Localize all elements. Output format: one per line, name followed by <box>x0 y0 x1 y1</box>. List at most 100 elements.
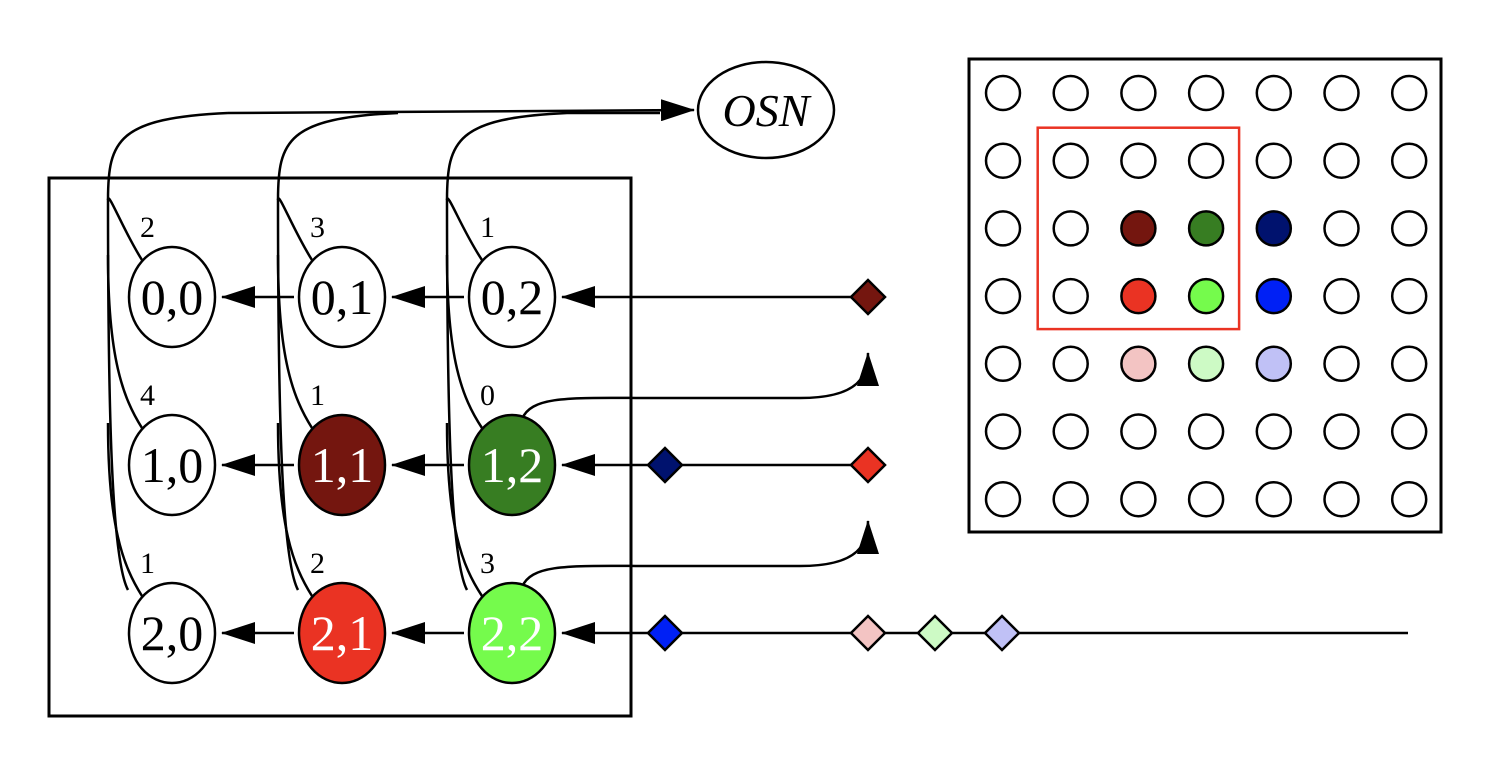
pe-weight-label: 2 <box>140 211 155 244</box>
pe-node-label: 1,0 <box>141 437 204 493</box>
pe-node-circle <box>467 245 557 349</box>
buffer-cell <box>1052 413 1089 450</box>
buffer-cell <box>984 480 1022 518</box>
buffer-cell <box>1390 480 1428 518</box>
pe-node-circle <box>127 413 217 517</box>
buffer-cell <box>1052 480 1089 518</box>
pe-weight-label: 4 <box>140 379 155 412</box>
buffer-cell <box>984 74 1022 112</box>
buffer-cell <box>1052 277 1089 315</box>
pe-node-label: 2,1 <box>311 605 374 661</box>
buffer-cell <box>1120 74 1157 112</box>
buffer-cell <box>1120 345 1157 383</box>
buffer-cell <box>1187 210 1225 247</box>
buffer-grid-frame <box>967 57 1443 534</box>
pe-node-label: 0,1 <box>311 269 374 325</box>
data-token-diamond <box>849 278 887 316</box>
pe-node-label: 0,0 <box>141 269 204 325</box>
data-token-diamond <box>849 446 887 484</box>
buffer-cell <box>1187 74 1225 112</box>
pe-weight-label: 3 <box>310 211 325 244</box>
pe-node: 2,0 <box>127 581 217 685</box>
osn-link <box>106 197 144 261</box>
buffer-cell <box>1390 142 1428 179</box>
buffer-cell <box>1390 413 1428 450</box>
pe-node: 2,1 <box>297 581 387 685</box>
buffer-grid <box>967 57 1443 534</box>
active-window-highlight <box>1036 126 1241 331</box>
buffer-cell <box>1255 277 1293 315</box>
pe-node-label: 0,2 <box>481 269 544 325</box>
buffer-cell <box>1187 277 1225 315</box>
pe-node-circle <box>127 581 217 685</box>
pe-weight-label: 1 <box>140 547 155 580</box>
data-token-diamond <box>646 614 684 652</box>
pe-node-circle <box>297 581 387 685</box>
buffer-cell <box>1255 74 1293 112</box>
buffer-cell <box>1120 277 1157 315</box>
pe-weight-label: 1 <box>480 211 495 244</box>
pe-node-circle <box>467 413 557 517</box>
buffer-cell <box>1187 142 1225 179</box>
buffer-cell <box>1255 345 1293 383</box>
osn-label: OSN <box>723 85 812 136</box>
osn-bus-curve <box>445 111 660 201</box>
pe-weight-label: 1 <box>310 379 325 412</box>
pe-weight-label: 0 <box>480 379 495 412</box>
data-token-diamond <box>983 614 1021 652</box>
pe-node: 2,2 <box>467 581 557 685</box>
data-token-diamond <box>849 614 887 652</box>
buffer-cell <box>984 413 1022 450</box>
osn-bus-line <box>227 99 695 122</box>
pe-node-circle <box>297 245 387 349</box>
buffer-cell <box>1255 413 1293 450</box>
pe-node: 1,1 <box>297 413 387 517</box>
buffer-cell <box>1323 345 1360 383</box>
buffer-cell <box>1323 480 1360 518</box>
buffer-cell <box>1052 210 1089 247</box>
buffer-cell <box>1187 480 1225 518</box>
pe-node-label: 2,0 <box>141 605 204 661</box>
buffer-cell <box>984 277 1022 315</box>
pe-node-label: 1,2 <box>481 437 544 493</box>
buffer-cell <box>1323 142 1360 179</box>
osn-bus-curve <box>276 111 399 201</box>
buffer-cell <box>984 210 1022 247</box>
pe-node: 0,1 <box>297 245 387 349</box>
output-return-arrow <box>520 520 879 588</box>
buffer-cell <box>1052 142 1089 179</box>
input-streams <box>561 278 1408 652</box>
output-return-arrow <box>520 352 879 420</box>
pe-node-label: 1,1 <box>311 437 374 493</box>
column-rail <box>106 199 130 591</box>
buffer-cell <box>1120 210 1157 247</box>
buffer-cell <box>1323 210 1360 247</box>
pe-node-circle <box>467 581 557 685</box>
pe-node: 0,0 <box>127 245 217 349</box>
buffer-cell <box>1120 413 1157 450</box>
osn-link <box>445 197 484 261</box>
data-token-diamond <box>646 446 684 484</box>
pe-node-label: 2,2 <box>481 605 544 661</box>
buffer-cell <box>1390 277 1428 315</box>
pe-node: 1,2 <box>467 413 557 517</box>
buffer-cell <box>1390 345 1428 383</box>
buffer-cell <box>1120 142 1157 179</box>
buffer-cell <box>1390 74 1428 112</box>
pe-node-circle <box>297 413 387 517</box>
buffer-cell <box>1187 413 1225 450</box>
buffer-cell <box>1255 480 1293 518</box>
data-token-diamond <box>916 614 954 652</box>
osn-bus-curve <box>106 111 229 201</box>
buffer-cell <box>1052 345 1089 383</box>
pe-node: 1,0 <box>127 413 217 517</box>
row-links <box>221 286 879 644</box>
osn-node: OSN <box>696 60 836 160</box>
buffer-cell <box>984 345 1022 383</box>
pe-array-box <box>47 176 633 718</box>
pe-node-circle <box>127 245 217 349</box>
pe-weight-label: 2 <box>310 547 325 580</box>
buffer-cell <box>984 142 1022 179</box>
